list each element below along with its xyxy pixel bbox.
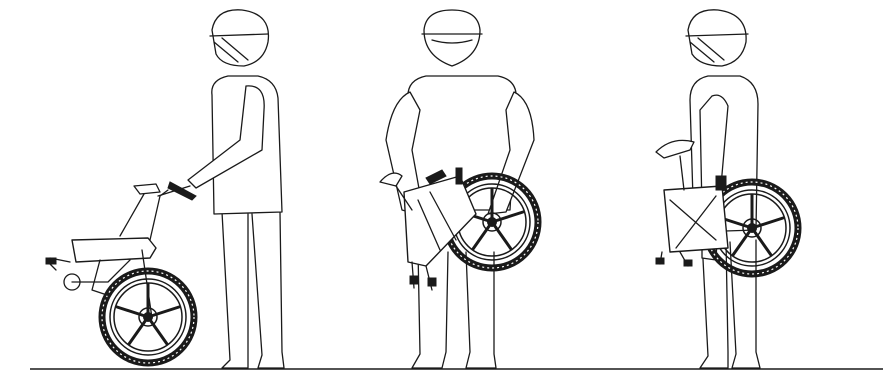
step-2-figure (380, 10, 538, 368)
helmet-icon (210, 10, 268, 66)
helmet-icon-side (686, 10, 748, 66)
step-1-figure (46, 10, 284, 368)
folding-bike-rolling (46, 182, 196, 363)
helmet-icon-front (422, 10, 482, 66)
step-3-figure (656, 10, 798, 368)
